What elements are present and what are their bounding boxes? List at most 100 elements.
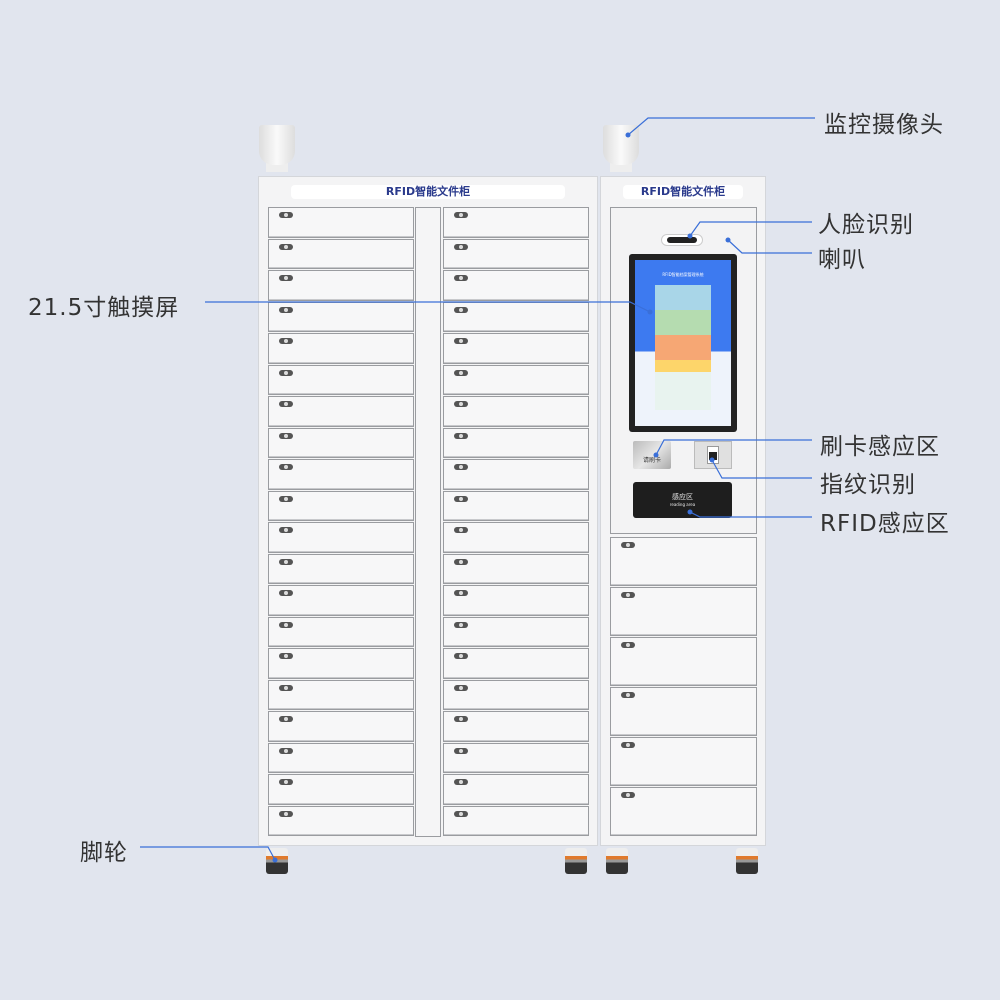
locker-door[interactable] (268, 774, 414, 805)
drawer-door[interactable] (610, 737, 757, 786)
locker-door[interactable] (443, 805, 589, 836)
locker-door[interactable] (443, 238, 589, 269)
drawer-door[interactable] (610, 587, 757, 636)
locker-handle[interactable] (454, 810, 468, 817)
locker-door[interactable] (443, 616, 589, 647)
locker-door[interactable] (443, 364, 589, 395)
locker-door[interactable] (443, 396, 589, 427)
locker-handle[interactable] (279, 369, 293, 376)
locker-handle[interactable] (279, 338, 293, 344)
locker-door[interactable] (443, 427, 589, 458)
locker-handle[interactable] (454, 747, 468, 754)
locker-door[interactable] (268, 522, 414, 553)
locker-handle[interactable] (279, 306, 293, 313)
locker-door[interactable] (443, 522, 589, 553)
locker-handle[interactable] (454, 464, 468, 470)
locker-handle[interactable] (454, 212, 468, 218)
locker-handle[interactable] (279, 495, 293, 502)
locker-handle[interactable] (454, 779, 468, 785)
locker-handle[interactable] (279, 401, 293, 407)
locker-door[interactable] (443, 553, 589, 584)
drawer-door[interactable] (610, 787, 757, 836)
drawer-handle[interactable] (621, 692, 635, 698)
locker-handle[interactable] (454, 684, 468, 691)
locker-door[interactable] (443, 301, 589, 332)
locker-handle[interactable] (279, 779, 293, 785)
drawer-handle[interactable] (621, 642, 635, 648)
locker-door[interactable] (443, 270, 589, 301)
locker-door[interactable] (268, 648, 414, 679)
locker-handle[interactable] (454, 527, 468, 533)
locker-handle[interactable] (279, 716, 293, 722)
locker-handle[interactable] (279, 527, 293, 533)
locker-handle[interactable] (279, 810, 293, 817)
locker-handle[interactable] (279, 621, 293, 628)
locker-handle[interactable] (454, 590, 468, 596)
drawer-door[interactable] (610, 537, 757, 586)
locker-door[interactable] (443, 648, 589, 679)
locker-handle[interactable] (279, 684, 293, 691)
locker-handle[interactable] (454, 558, 468, 565)
locker-door[interactable] (268, 270, 414, 301)
locker-door[interactable] (443, 679, 589, 710)
locker-door[interactable] (443, 333, 589, 364)
locker-handle[interactable] (454, 621, 468, 628)
locker-handle[interactable] (454, 275, 468, 281)
label-camera: 监控摄像头 (824, 112, 944, 138)
locker-door[interactable] (268, 742, 414, 773)
locker-door[interactable] (268, 585, 414, 616)
locker-door[interactable] (268, 333, 414, 364)
drawer-handle[interactable] (621, 792, 635, 798)
locker-door[interactable] (268, 459, 414, 490)
locker-door[interactable] (268, 364, 414, 395)
drawer-door[interactable] (610, 687, 757, 736)
locker-handle[interactable] (454, 653, 468, 659)
card-reader-text: 请刷卡 (642, 457, 661, 464)
locker-door[interactable] (268, 238, 414, 269)
locker-handle[interactable] (279, 432, 293, 439)
drawer-handle[interactable] (621, 592, 635, 598)
drawer-handle[interactable] (621, 542, 635, 548)
locker-handle[interactable] (279, 212, 293, 218)
locker-door[interactable] (268, 396, 414, 427)
locker-door[interactable] (443, 711, 589, 742)
locker-door[interactable] (443, 742, 589, 773)
label-touchscreen: 21.5寸触摸屏 (28, 295, 180, 321)
locker-handle[interactable] (454, 243, 468, 250)
locker-handle[interactable] (454, 401, 468, 407)
fingerprint-reader[interactable] (694, 441, 732, 469)
locker-handle[interactable] (279, 653, 293, 659)
locker-handle[interactable] (279, 747, 293, 754)
card-reader[interactable]: 请刷卡 (633, 441, 671, 469)
locker-door[interactable] (268, 553, 414, 584)
locker-handle[interactable] (279, 590, 293, 596)
locker-door[interactable] (268, 805, 414, 836)
locker-handle[interactable] (454, 432, 468, 439)
drawer-handle[interactable] (621, 742, 635, 748)
locker-door[interactable] (443, 459, 589, 490)
locker-handle[interactable] (279, 243, 293, 250)
locker-door[interactable] (268, 301, 414, 332)
locker-handle[interactable] (279, 558, 293, 565)
camera-left (259, 125, 295, 165)
locker-door[interactable] (268, 679, 414, 710)
locker-door[interactable] (268, 207, 414, 238)
locker-door[interactable] (443, 490, 589, 521)
locker-door[interactable] (268, 711, 414, 742)
locker-handle[interactable] (279, 464, 293, 470)
drawer-door[interactable] (610, 637, 757, 686)
touchscreen[interactable]: RFID智能档案管理系统 (629, 254, 737, 432)
locker-handle[interactable] (454, 306, 468, 313)
locker-door[interactable] (268, 616, 414, 647)
locker-handle[interactable] (454, 369, 468, 376)
locker-handle[interactable] (454, 716, 468, 722)
locker-handle[interactable] (279, 275, 293, 281)
locker-door[interactable] (268, 490, 414, 521)
locker-door[interactable] (268, 427, 414, 458)
rfid-reading-area[interactable]: 感应区 reading area (633, 482, 732, 518)
locker-handle[interactable] (454, 495, 468, 502)
locker-handle[interactable] (454, 338, 468, 344)
locker-door[interactable] (443, 207, 589, 238)
locker-door[interactable] (443, 585, 589, 616)
locker-door[interactable] (443, 774, 589, 805)
